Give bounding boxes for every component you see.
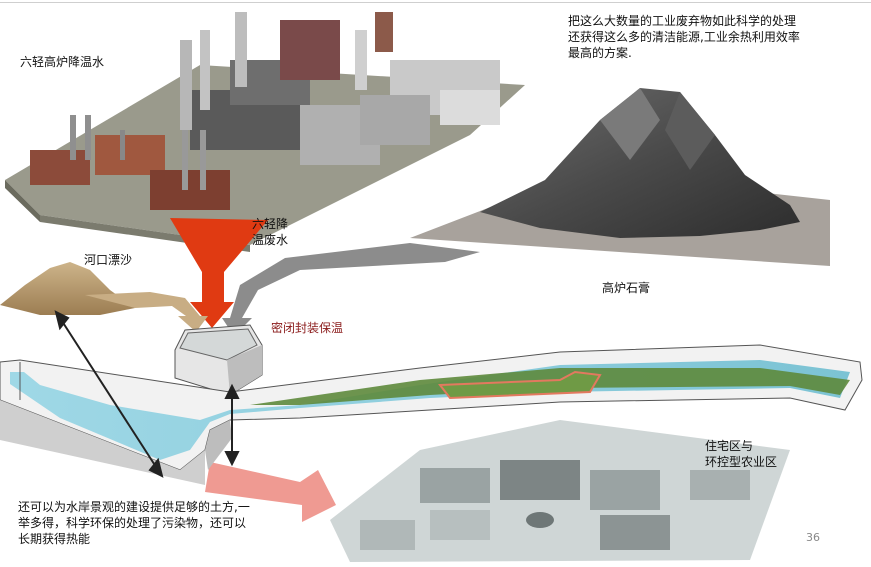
estuary-sand-illustration bbox=[0, 262, 135, 315]
bottom-description-line: 还可以为水岸景观的建设提供足够的土方,一 bbox=[18, 500, 250, 514]
page-number: 36 bbox=[806, 531, 820, 544]
wastewater-arrow bbox=[170, 218, 268, 328]
waterfront-channel bbox=[0, 344, 863, 485]
residential-label-line1: 住宅区与 bbox=[705, 439, 754, 453]
estuary-sand-label: 河口漂沙 bbox=[84, 253, 133, 267]
industrial-plant-illustration bbox=[5, 12, 525, 252]
arrows bbox=[85, 218, 480, 522]
residential-district-illustration bbox=[330, 420, 790, 562]
top-description-line: 把这么大数量的工业废弃物如此科学的处理 bbox=[568, 14, 797, 28]
sand-arrow bbox=[85, 292, 208, 332]
bottom-description-line: 举多得，科学环保的处理了污染物，还可以 bbox=[18, 516, 247, 530]
gypsum-label: 高炉石膏 bbox=[602, 281, 651, 295]
bottom-description: 还可以为水岸景观的建设提供足够的土方,一 举多得，科学环保的处理了污染物，还可以… bbox=[18, 499, 318, 547]
top-description: 把这么大数量的工业废弃物如此科学的处理 还获得这么多的清洁能源,工业余热利用效率… bbox=[568, 13, 858, 61]
residential-label-line2: 环控型农业区 bbox=[705, 455, 778, 469]
wastewater-label-line1: 六轻降 bbox=[252, 217, 289, 231]
gypsum-arrow bbox=[222, 243, 480, 336]
plant-water-label: 六轻高炉降温水 bbox=[20, 55, 105, 69]
landscape-arrow bbox=[205, 462, 336, 522]
sealed-storage-label: 密闭封装保温 bbox=[271, 321, 344, 335]
top-divider bbox=[0, 2, 871, 3]
top-description-line: 最高的方案. bbox=[568, 46, 632, 60]
top-description-line: 还获得这么多的清洁能源,工业余热利用效率 bbox=[568, 30, 800, 44]
wastewater-label-line2: 温废水 bbox=[252, 233, 289, 247]
gypsum-rock-illustration bbox=[410, 88, 830, 266]
connector-arrows bbox=[54, 310, 240, 478]
sealed-storage-tank bbox=[174, 324, 263, 396]
bottom-description-line: 长期获得热能 bbox=[18, 532, 91, 546]
